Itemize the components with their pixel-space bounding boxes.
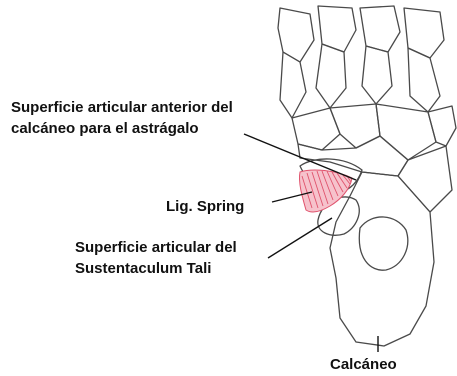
label-line: calcáneo para el astrágalo — [11, 118, 233, 139]
label-line: Superficie articular anterior del — [11, 97, 233, 118]
label-sustentaculum-tali: Superficie articular del Sustentaculum T… — [75, 237, 237, 279]
label-calcaneo: Calcáneo — [330, 354, 397, 375]
label-line: Sustentaculum Tali — [75, 258, 237, 279]
metatarsal-bones — [278, 6, 444, 118]
leader-line-sustentaculum — [268, 218, 332, 258]
label-line: Superficie articular del — [75, 237, 237, 258]
label-anterior-articular-surface: Superficie articular anterior del calcán… — [11, 97, 233, 139]
label-spring-ligament: Lig. Spring — [166, 196, 244, 217]
